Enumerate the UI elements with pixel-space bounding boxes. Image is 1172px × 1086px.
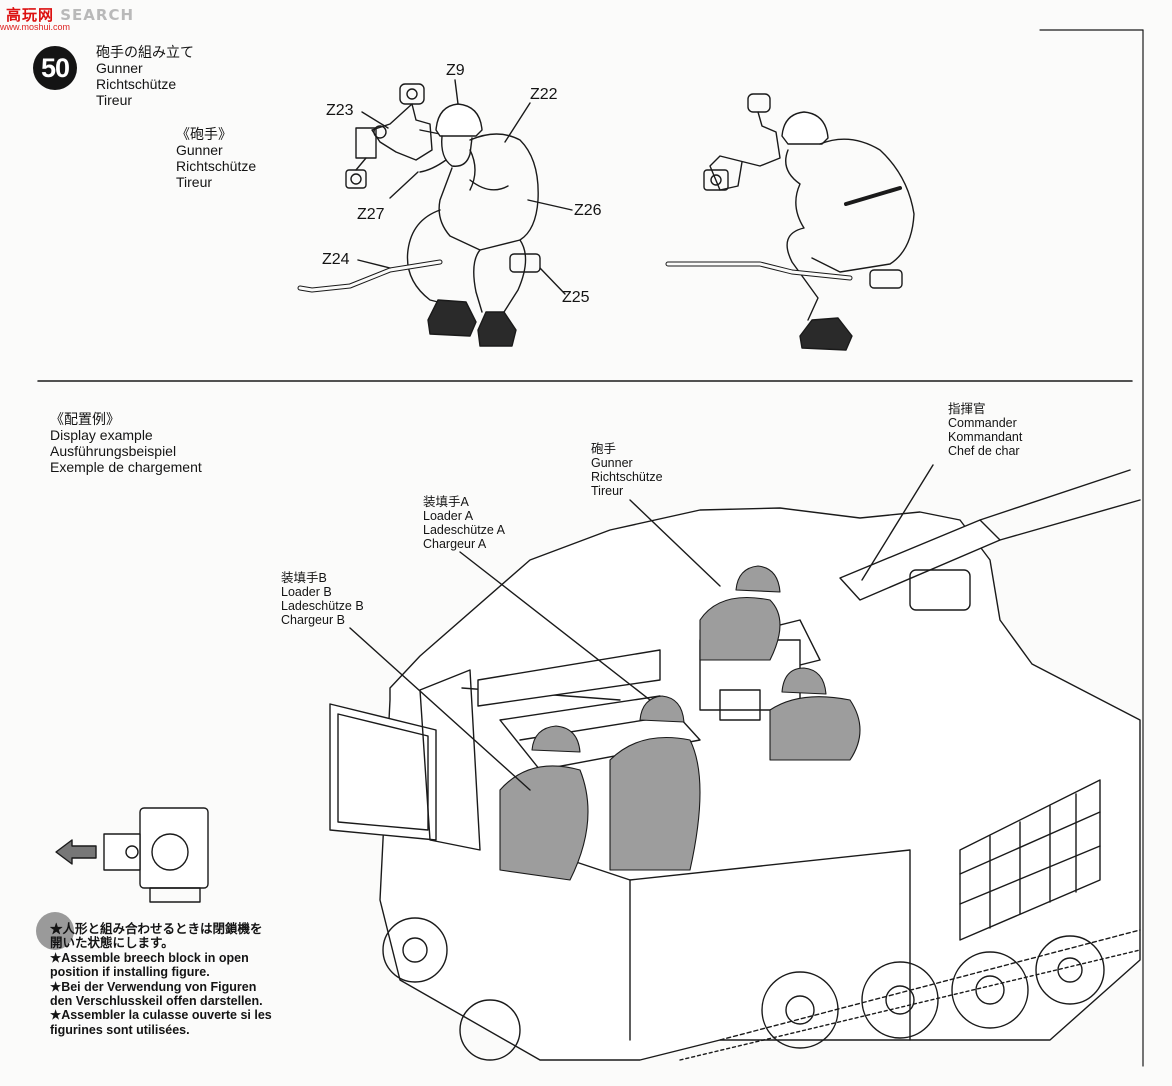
crew-label-commander: 指揮官 Commander Kommandant Chef de char — [948, 402, 1023, 458]
gunner-figure-assembled — [665, 93, 915, 351]
part-label-z24: Z24 — [322, 251, 350, 268]
road-wheels — [382, 917, 1105, 1061]
watermark-url: www.moshui.com — [0, 22, 71, 32]
gunner-figure-exploded — [297, 79, 573, 347]
part-label-z25: Z25 — [562, 289, 590, 306]
step-title-ja: 砲手の組み立て — [96, 44, 194, 60]
crew-figure-commander — [769, 667, 861, 761]
note-stamp — [36, 912, 74, 950]
assembly-note: ★人形と組み合わせるときは閉鎖機を 開いた状態にします。 ★Assemble b… — [50, 922, 272, 1037]
crew-figure-loader-a — [609, 695, 701, 871]
crew-label-gunner: 砲手 Gunner Richtschütze Tireur — [591, 442, 663, 498]
part-label-z26: Z26 — [574, 202, 602, 219]
vehicle-display-example — [329, 464, 1141, 1061]
crew-figure-gunner — [699, 565, 781, 661]
part-label-z27: Z27 — [357, 206, 385, 223]
breech-block-inset — [55, 807, 209, 903]
crew-label-loader-a: 装填手A Loader A Ladeschütze A Chargeur A — [423, 495, 506, 551]
sight-assembly — [345, 83, 446, 189]
figure-caption: 《砲手》 Gunner Richtschütze Tireur — [176, 126, 257, 190]
step-title-de: Richtschütze — [96, 76, 177, 92]
part-label-z22: Z22 — [530, 86, 558, 103]
step-number-badge: 50 — [33, 46, 77, 90]
step-title-fr: Tireur — [96, 92, 133, 108]
step-title: 砲手の組み立て Gunner Richtschütze Tireur — [96, 44, 194, 108]
watermark-logo: 高玩网 SEARCH — [6, 6, 135, 24]
part-label-z23: Z23 — [326, 102, 354, 119]
crew-label-loader-b: 装填手B Loader B Ladeschütze B Chargeur B — [281, 571, 364, 627]
crew-figure-loader-b — [499, 725, 589, 881]
vent-grille — [959, 779, 1101, 941]
step-title-en: Gunner — [96, 60, 143, 76]
part-label-z9: Z9 — [446, 62, 465, 79]
page-frame — [37, 29, 1144, 1067]
display-example-caption: 《配置例》 Display example Ausführungsbeispie… — [50, 411, 202, 475]
